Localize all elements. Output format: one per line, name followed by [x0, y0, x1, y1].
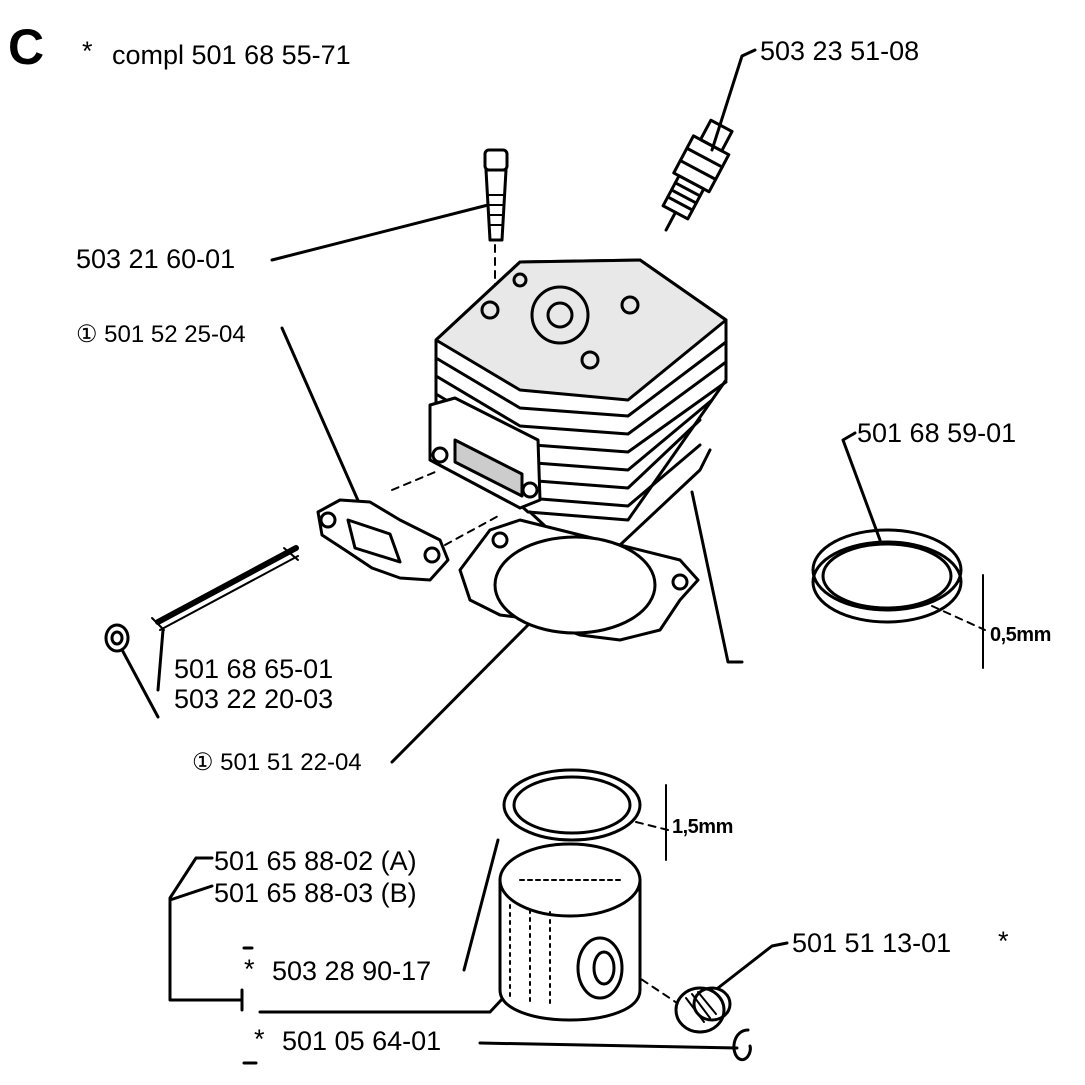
label-nut: 503 22 20-03	[174, 684, 334, 714]
base-gasket	[458, 518, 700, 642]
cylinder-bolt	[483, 148, 509, 242]
header-star: *	[82, 36, 93, 66]
label-piston-a: 501 65 88-02 (A)	[214, 846, 417, 876]
label-piston-ring: 503 28 90-17	[272, 956, 432, 986]
leader-upper-ring	[841, 431, 882, 542]
stud	[151, 545, 299, 631]
leader-base-gasket	[390, 623, 530, 764]
piston	[498, 842, 642, 1022]
leader-lines	[118, 48, 882, 1065]
spark-plug	[661, 118, 734, 232]
label-bolt: 503 21 60-01	[76, 244, 236, 274]
piston-ring-lower	[502, 768, 667, 861]
leader-piston-group	[168, 856, 244, 1002]
needle-bearing	[674, 986, 732, 1034]
exhaust-gasket	[316, 498, 450, 582]
piston-ring-upper	[811, 528, 984, 669]
cylinder	[428, 258, 728, 547]
leader-stud	[156, 628, 165, 692]
header-assembly-number: compl 501 68 55-71	[112, 40, 351, 70]
label-upper-ring-thickness: 0,5mm	[990, 624, 1051, 646]
label-spark-plug: 503 23 51-08	[760, 36, 920, 66]
label-piston-b: 501 65 88-03 (B)	[214, 878, 417, 908]
label-lower-ring-thickness: 1,5mm	[672, 816, 733, 838]
label-base-gasket: ① 501 51 22-04	[192, 749, 362, 776]
label-needle-bearing-star: *	[998, 926, 1009, 956]
label-stud: 501 68 65-01	[174, 654, 334, 684]
label-upper-ring: 501 68 59-01	[857, 418, 1017, 448]
leader-cylinder	[690, 490, 744, 664]
label-circlip: 501 05 64-01	[282, 1026, 442, 1056]
label-needle-bearing: 501 51 13-01	[792, 928, 952, 958]
leader-circlip	[478, 1041, 739, 1050]
leader-nut	[118, 644, 160, 719]
leader-piston-b	[168, 884, 214, 902]
leader-exhaust-gasket	[280, 326, 362, 507]
label-piston-ring-star: *	[244, 954, 255, 984]
circlip	[732, 1028, 752, 1061]
leader-spark-plug	[710, 48, 757, 152]
label-circlip-star: *	[254, 1024, 265, 1054]
leader-piston-ring	[462, 838, 500, 972]
leader-bolt	[270, 203, 490, 262]
label-exhaust-gasket: ① 501 52 25-04	[76, 321, 246, 348]
leader-needle-bearing	[716, 941, 789, 990]
section-letter: C	[8, 19, 45, 75]
nut	[104, 623, 130, 653]
